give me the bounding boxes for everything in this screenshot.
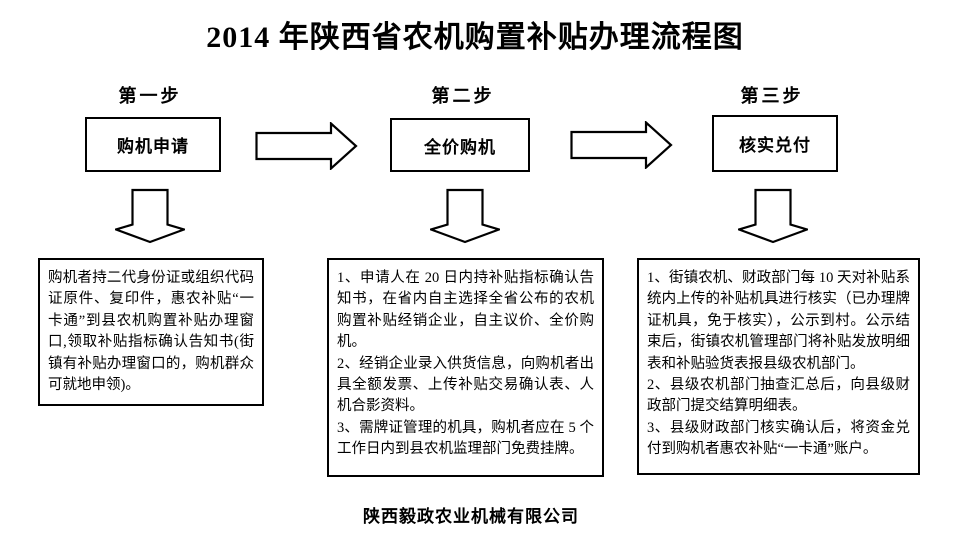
arrow-down-icon: [738, 188, 808, 244]
step-2-process-box: 全价购机: [390, 118, 530, 172]
step-1-process-box: 购机申请: [85, 117, 221, 172]
step-3-detail-paragraph: 2、县级农机部门抽查汇总后，向县级财政部门提交结算明细表。: [647, 377, 910, 415]
step-3-label: 第三步: [740, 86, 804, 106]
arrow-right-icon: [255, 122, 358, 170]
step-3-detail-paragraph: 3、县级财政部门核实确认后，将资金兑付到购机者惠农补贴“一卡通”账户。: [647, 419, 910, 458]
arrow-right-icon: [570, 121, 673, 169]
step-1-detail-paragraph: 购机者持二代身份证或组织代码证原件、复印件，惠农补贴“一卡通”到县农机购置补贴办…: [48, 270, 254, 394]
arrow-down-icon: [430, 188, 500, 244]
step-2-detail-box: 1、申请人在 20 日内持补贴指标确认告知书，在省内自主选择全省公布的农机购置补…: [327, 258, 604, 477]
step-2-detail-paragraph: 2、经销企业录入供货信息，向购机者出具全额发票、上传补贴交易确认表、人机合影资料…: [337, 355, 594, 415]
step-1-process-box-label: 购机申请: [117, 137, 189, 156]
step-1-detail-box: 购机者持二代身份证或组织代码证原件、复印件，惠农补贴“一卡通”到县农机购置补贴办…: [38, 258, 264, 406]
company-name: 陕西毅政农业机械有限公司: [363, 507, 579, 526]
step-1-label: 第一步: [118, 86, 182, 106]
step-3-process-box-label: 核实兑付: [739, 136, 811, 155]
step-3-detail-box: 1、街镇农机、财政部门每 10 天对补贴系统内上传的补贴机具进行核实（已办理牌证…: [637, 258, 920, 475]
step-3-detail-paragraph: 1、街镇农机、财政部门每 10 天对补贴系统内上传的补贴机具进行核实（已办理牌证…: [647, 270, 910, 372]
step-2-process-box-label: 全价购机: [424, 137, 496, 157]
arrow-down-icon: [115, 188, 185, 244]
step-2-label: 第二步: [431, 86, 495, 106]
step-3-process-box: 核实兑付: [712, 115, 838, 172]
page-title: 2014 年陕西省农机购置补贴办理流程图: [206, 21, 744, 54]
step-2-detail-paragraph: 3、需牌证管理的机具，购机者应在 5 个工作日内到县农机监理部门免费挂牌。: [337, 419, 594, 458]
step-2-detail-paragraph: 1、申请人在 20 日内持补贴指标确认告知书，在省内自主选择全省公布的农机购置补…: [337, 270, 594, 351]
